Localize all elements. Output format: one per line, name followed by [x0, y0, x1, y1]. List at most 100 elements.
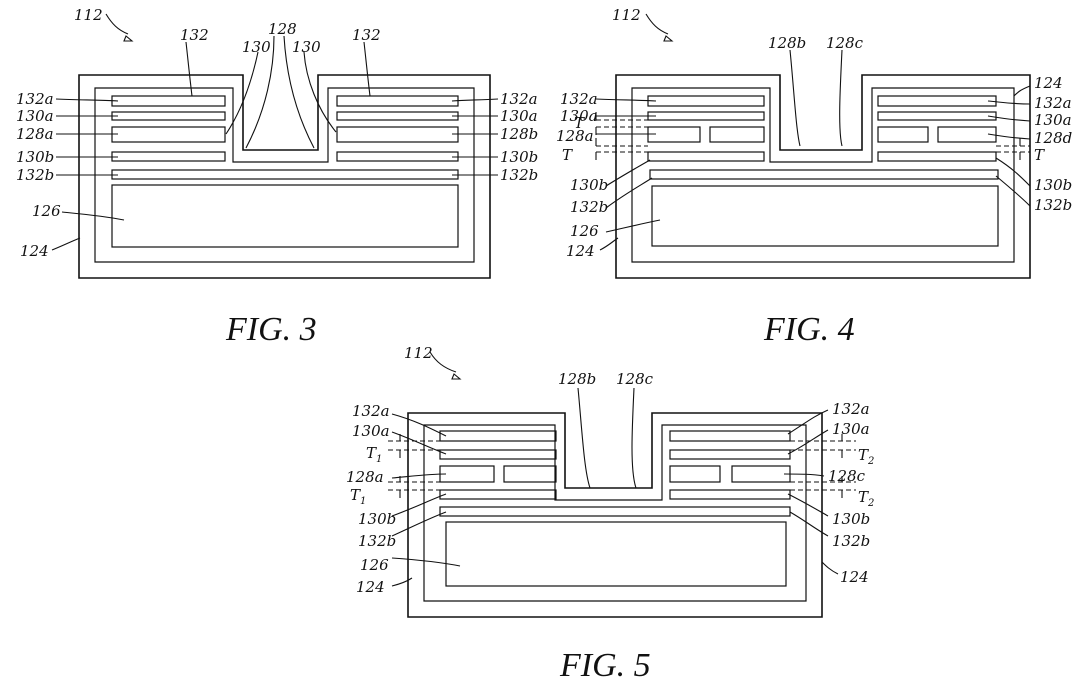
layer-128c-b: [731, 465, 791, 483]
ref-T1-lower-main: T: [350, 486, 361, 504]
encapsulation-124: [78, 74, 491, 279]
ref-132b-right: 132b: [832, 532, 870, 550]
ref-132b-right: 132b: [500, 166, 538, 184]
ref-132a-left: 132a: [560, 90, 598, 108]
encapsulation-124: [407, 412, 823, 618]
layer-132a-right: [336, 95, 459, 107]
ref-128a: 128a: [556, 127, 594, 145]
ref-132a-left: 132a: [352, 402, 390, 420]
ref-132b-left: 132b: [358, 532, 396, 550]
ref-130-left: 130: [242, 38, 271, 56]
ref-T-lower: T: [562, 146, 573, 164]
ref-132a-right: 132a: [500, 90, 538, 108]
layer-130b-right: [336, 151, 459, 162]
layer-130a-left: [111, 111, 226, 121]
ref-126: 126: [570, 222, 599, 240]
layer-128d: [937, 126, 997, 143]
core-126: [445, 521, 787, 587]
figure-4: 112 128b 128c 132a 130a T 128a T 130b 13…: [556, 6, 1072, 348]
ref-T1-lower: T1: [350, 486, 366, 507]
leader-lines: [51, 13, 499, 251]
inner-cavity: [94, 87, 475, 263]
ref-T2-upper: T2: [858, 446, 874, 467]
ref-128b-top: 128b: [558, 370, 596, 388]
ref-130b-right: 130b: [832, 510, 870, 528]
layer-130a-right: [336, 111, 459, 121]
ref-128c: 128c: [828, 467, 866, 485]
layer-132a-left: [111, 95, 226, 107]
layer-132a-left: [439, 430, 557, 442]
layer-128a: [439, 465, 495, 483]
ref-128b-top: 128b: [768, 34, 806, 52]
core-126: [651, 185, 999, 247]
ref-126: 126: [32, 202, 61, 220]
ref-128a: 128a: [346, 468, 384, 486]
layer-130b-right: [669, 489, 791, 500]
ref-128c-top: 128c: [616, 370, 654, 388]
encapsulation-124: [615, 74, 1031, 279]
ref-126: 126: [360, 556, 389, 574]
ref-T2-lower: T2: [858, 488, 874, 509]
thickness-markers: [595, 112, 1030, 160]
layer-130b-left: [111, 151, 226, 162]
ref-124: 124: [20, 242, 49, 260]
ref-130a-right: 130a: [1034, 111, 1072, 129]
layer-128b: [336, 126, 459, 143]
ref-130-right: 130: [292, 38, 321, 56]
layer-132b: [439, 506, 791, 517]
ref-124-right: 124: [1034, 74, 1063, 92]
ref-124-right: 124: [840, 568, 869, 586]
core-126: [111, 184, 459, 248]
layer-132a-right: [877, 95, 997, 107]
ref-T1-upper: T1: [366, 444, 382, 465]
thickness-markers: [388, 434, 856, 498]
layer-130b-left: [647, 151, 765, 162]
ref-112: 112: [612, 6, 641, 24]
ref-124-left: 124: [566, 242, 595, 260]
layer-128c: [877, 126, 929, 143]
ref-132-left: 132: [180, 26, 209, 44]
caption-fig-5: FIG. 5: [559, 647, 651, 684]
ref-132b-right: 132b: [1034, 196, 1072, 214]
ref-T1-upper-sub: 1: [376, 454, 382, 465]
layer-130b-left: [439, 489, 557, 500]
layer-128b: [709, 126, 765, 143]
ref-130b-left: 130b: [16, 148, 54, 166]
ref-112: 112: [74, 6, 103, 24]
ref-T2-lower-sub: 2: [867, 498, 874, 509]
leader-lines: [391, 351, 839, 587]
figure-3: 112 132 132 128 130 130 132a 130a 128a 1…: [16, 6, 538, 348]
layer-132b: [111, 169, 459, 180]
figure-5: 112 128b 128c 132a 130a T1 128a T1 130b …: [346, 344, 874, 684]
layer-130a-right: [877, 111, 997, 121]
layer-130a-left: [647, 111, 765, 121]
ref-T-right: T: [1034, 146, 1045, 164]
inner-cavity: [423, 424, 807, 602]
ref-130a-left: 130a: [16, 107, 54, 125]
layer-132a-left: [647, 95, 765, 107]
caption-fig-3: FIG. 3: [225, 311, 317, 348]
ref-132b-left: 132b: [570, 198, 608, 216]
layer-128c-a: [669, 465, 721, 483]
ref-130b-left: 130b: [570, 176, 608, 194]
ref-T2-upper-sub: 2: [867, 456, 874, 467]
ref-130b-right: 130b: [1034, 176, 1072, 194]
ref-130a-right: 130a: [832, 420, 870, 438]
ref-132-right: 132: [352, 26, 381, 44]
layer-130b-right: [877, 151, 997, 162]
ref-128c-top: 128c: [826, 34, 864, 52]
ref-130a-right: 130a: [500, 107, 538, 125]
layer-130a-right: [669, 449, 791, 460]
ref-T2-upper-main: T: [858, 446, 869, 464]
ref-T2-lower-main: T: [858, 488, 869, 506]
ref-132a-right: 132a: [1034, 94, 1072, 112]
inner-cavity: [631, 87, 1015, 263]
ref-T-upper: T: [574, 114, 585, 132]
ref-T1-upper-main: T: [366, 444, 377, 462]
caption-fig-4: FIG. 4: [763, 311, 855, 348]
ref-128b: 128b: [500, 125, 538, 143]
ref-130b-right: 130b: [500, 148, 538, 166]
layer-130a-left: [439, 449, 557, 460]
ref-112: 112: [404, 344, 433, 362]
